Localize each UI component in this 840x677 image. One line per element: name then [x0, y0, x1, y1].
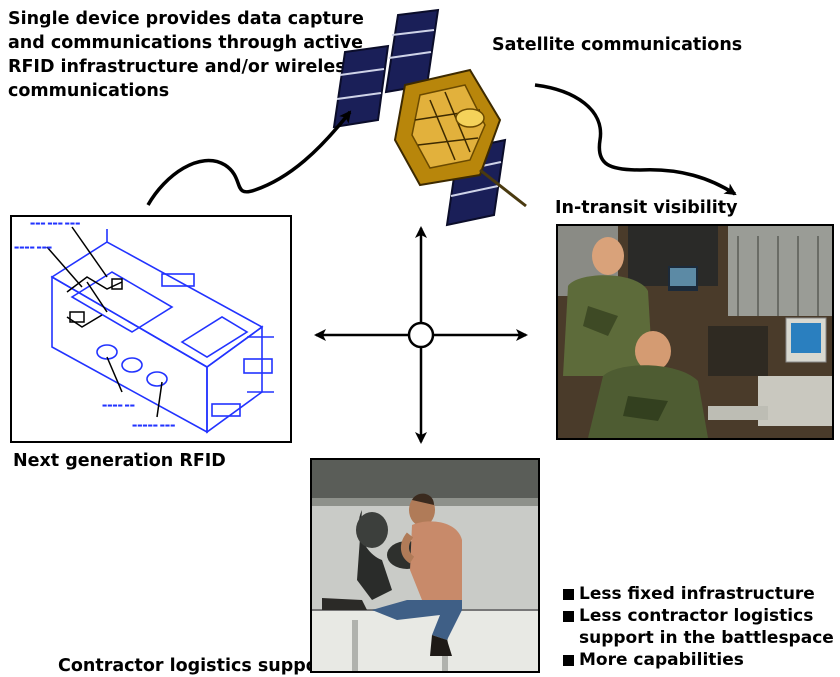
satellite-image [332, 8, 527, 227]
svg-text:▬▬▬▬▬ ▬▬▬: ▬▬▬▬▬ ▬▬▬ [132, 423, 175, 429]
rfid-schematic-image: ▬▬▬ ▬▬▬ ▬▬▬ ▬▬▬▬ ▬▬▬ ▬▬▬▬ ▬▬ ▬▬▬▬▬ ▬▬▬ [10, 215, 292, 443]
contractor-logistics-photo [310, 458, 540, 673]
benefit-item: Less fixed infrastructure [563, 583, 834, 605]
benefit-item: Less contractor logistics support in the… [563, 605, 834, 649]
label-satellite-communications: Satellite communications [492, 35, 743, 55]
bullet-square-icon [563, 611, 574, 622]
intro-line-4: communications [8, 81, 170, 101]
svg-text:▬▬▬▬ ▬▬: ▬▬▬▬ ▬▬ [102, 403, 135, 409]
bullet-square-icon [563, 589, 574, 600]
benefit-text: Less contractor logistics [579, 606, 814, 626]
in-transit-visibility-photo [556, 224, 834, 440]
svg-text:▬▬▬▬ ▬▬▬: ▬▬▬▬ ▬▬▬ [14, 245, 52, 251]
benefit-item: More capabilities [563, 649, 834, 671]
benefit-text: More capabilities [579, 650, 744, 670]
benefit-text: Less fixed infrastructure [579, 584, 815, 604]
svg-text:▬▬▬ ▬▬▬ ▬▬▬: ▬▬▬ ▬▬▬ ▬▬▬ [30, 221, 80, 227]
arrow-rfid-to-satellite [146, 110, 352, 206]
intro-line-2: and communications through active [8, 33, 364, 53]
benefit-text-continued: support in the battlespace [579, 628, 834, 648]
arrow-satellite-to-in-transit [534, 83, 737, 196]
bullet-square-icon [563, 655, 574, 666]
hub-circle [407, 321, 435, 349]
label-next-generation-rfid: Next generation RFID [13, 451, 226, 471]
intro-line-1: Single device provides data capture [8, 9, 364, 29]
label-in-transit-visibility: In-transit visibility [555, 198, 738, 218]
intro-line-3: RFID infrastructure and/or wireless [8, 57, 357, 77]
benefits-list: Less fixed infrastructure Less contracto… [563, 583, 834, 671]
label-contractor-logistics-support: Contractor logistics support [58, 656, 335, 676]
